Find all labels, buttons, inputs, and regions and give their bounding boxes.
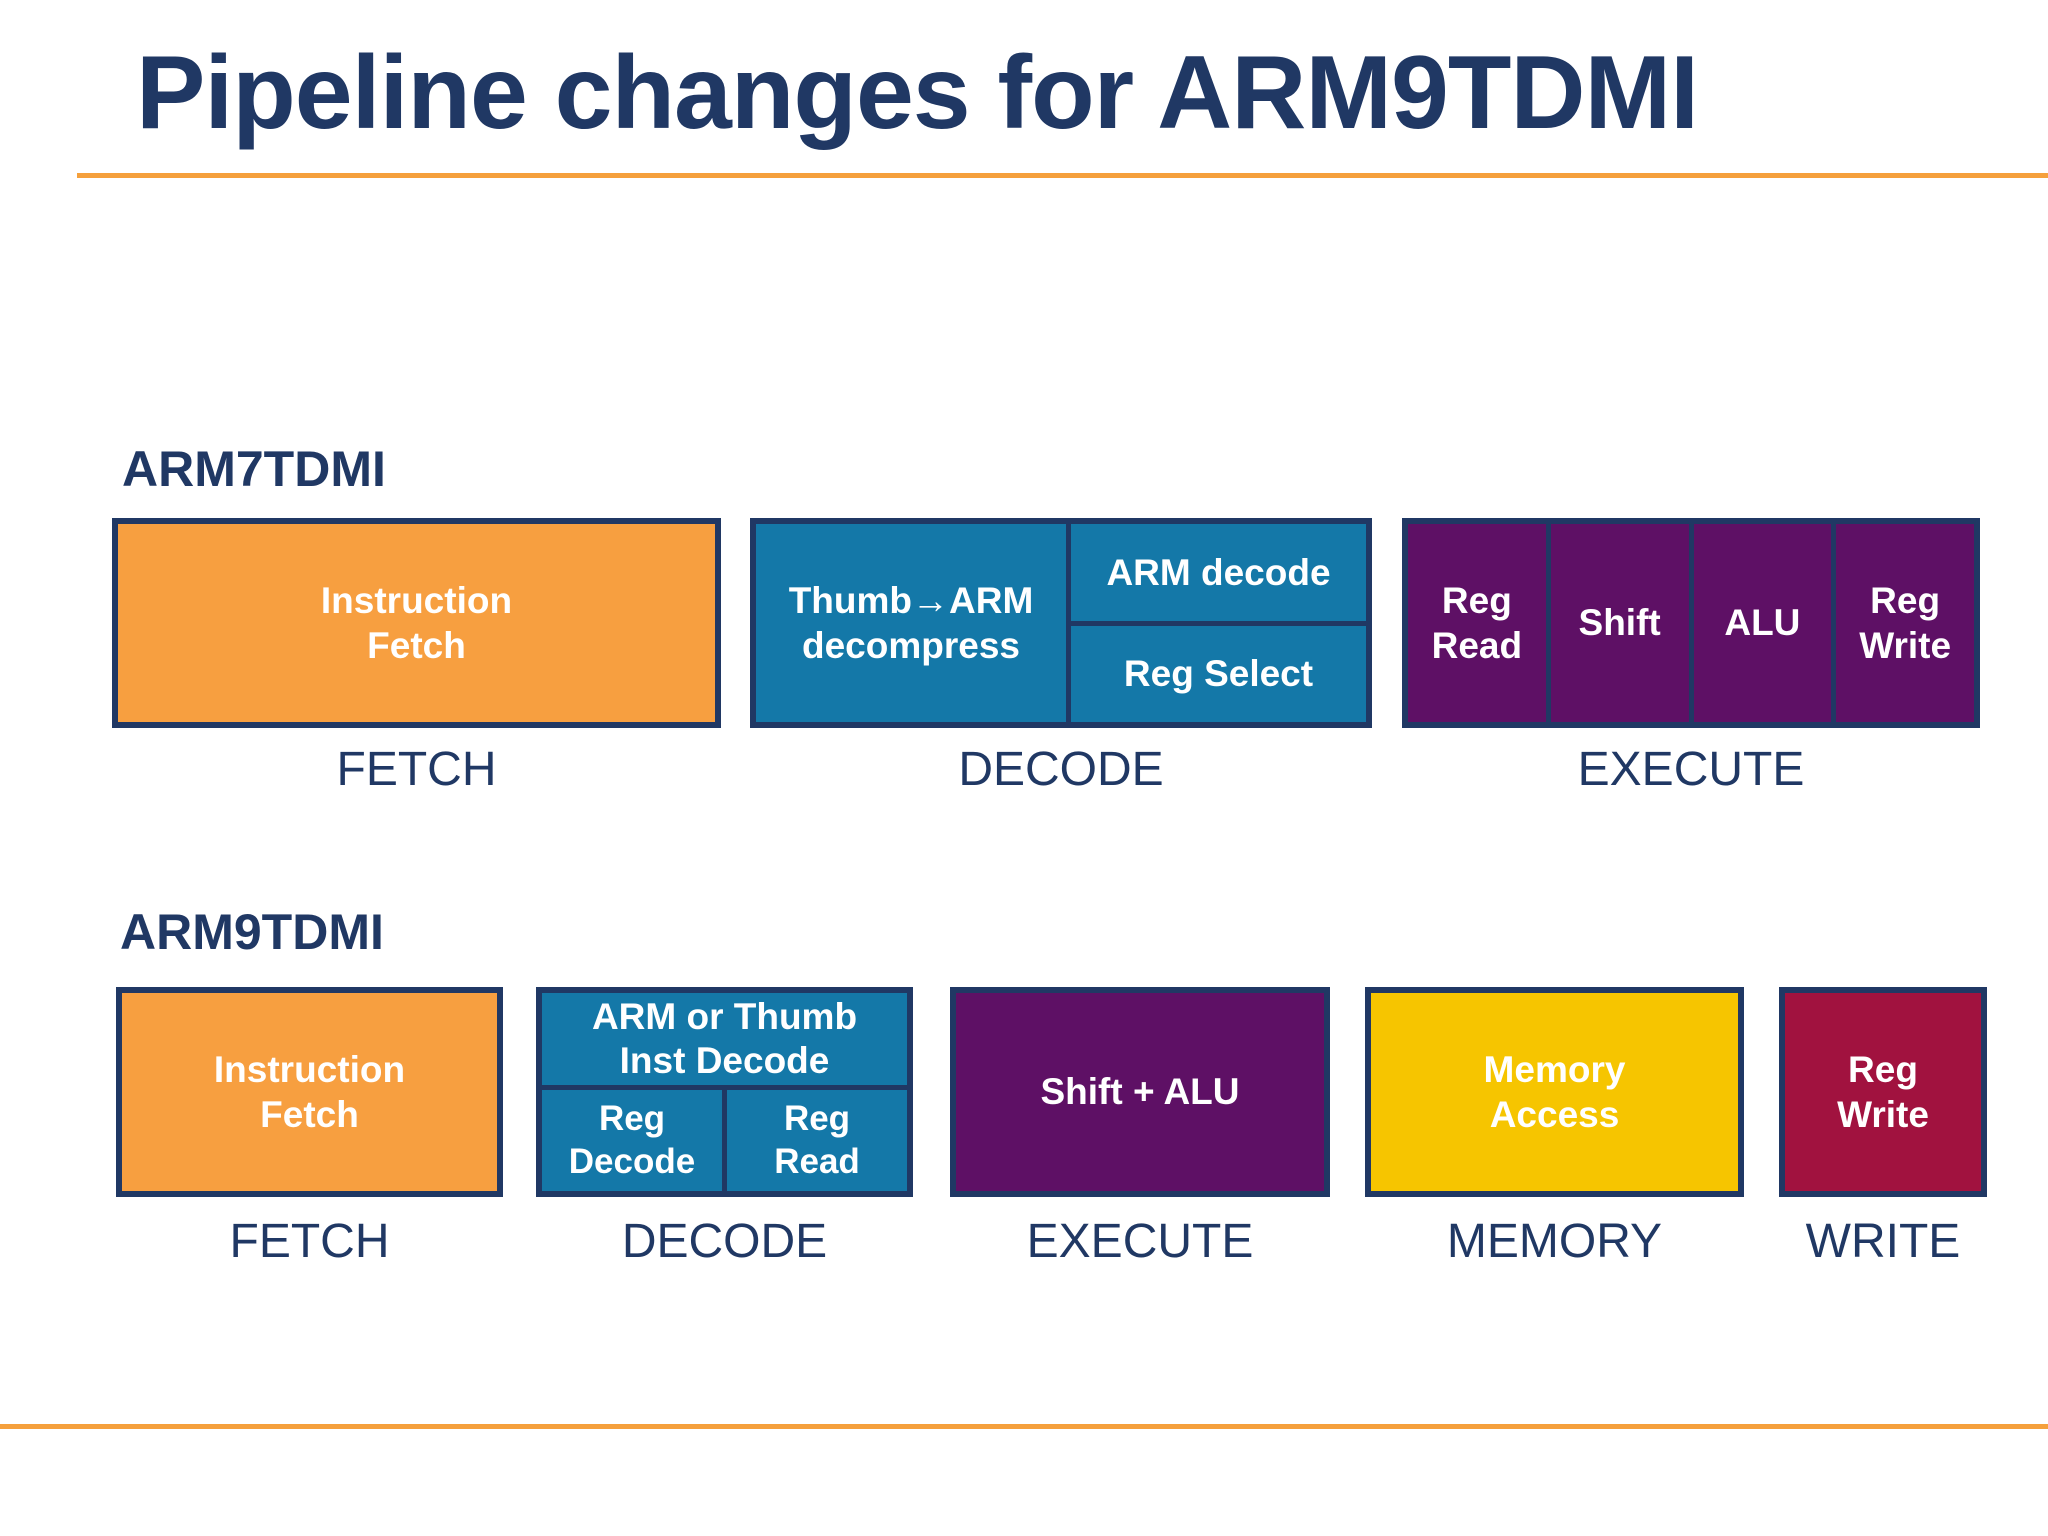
arm7-section-heading: ARM7TDMI <box>122 441 386 497</box>
arm9-execute-box-label: Shift + ALU <box>1040 1071 1240 1113</box>
arm7-execute-box: Reg Read Shift ALU Reg Write <box>1402 518 1980 728</box>
arm9-decode-reg-read-cell: Reg Read <box>722 1090 907 1191</box>
arm9-memory-box-label: Memory Access <box>1483 1048 1626 1135</box>
arm9-decode-bottom-row: Reg Decode Reg Read <box>542 1090 907 1191</box>
arm9-stage-label-memory: MEMORY <box>1446 1215 1663 1268</box>
arm7-execute-shift-cell: Shift <box>1545 524 1689 722</box>
arm7-fetch-box: Instruction Fetch <box>112 518 721 728</box>
arm7-execute-reg-read-cell: Reg Read <box>1431 579 1523 666</box>
slide-title: Pipeline changes for ARM9TDMI <box>136 35 1699 151</box>
arm7-execute-reg-write-cell: Reg Write <box>1831 524 1974 722</box>
arm9-fetch-box: Instruction Fetch <box>116 987 503 1197</box>
arm9-fetch-box-label: Instruction Fetch <box>213 1048 406 1135</box>
arm7-stage-label-execute: EXECUTE <box>1577 743 1805 796</box>
arm9-memory-box: Memory Access <box>1365 987 1744 1197</box>
arm9-execute-box: Shift + ALU <box>950 987 1330 1197</box>
arm7-fetch-box-label: Instruction Fetch <box>320 579 513 666</box>
title-divider-line <box>77 173 2048 178</box>
arm7-stage-label-fetch: FETCH <box>336 743 497 796</box>
footer-divider-line <box>0 1424 2048 1429</box>
arm7-stage-label-decode: DECODE <box>958 743 1164 796</box>
arm9-stage-label-fetch: FETCH <box>229 1215 390 1268</box>
arm9-stage-label-execute: EXECUTE <box>1026 1215 1254 1268</box>
arm9-decode-box: ARM or Thumb Inst Decode Reg Decode Reg … <box>536 987 913 1197</box>
arm7-decode-box: Thumb→ARM decompress ARM decode Reg Sele… <box>750 518 1372 728</box>
arm9-decode-reg-decode-cell: Reg Decode <box>568 1098 696 1181</box>
arm7-decode-right-column: ARM decode Reg Select <box>1071 524 1366 722</box>
arm9-stage-label-write: WRITE <box>1805 1215 1961 1268</box>
arm7-decode-main-cell: Thumb→ARM decompress <box>756 524 1071 722</box>
arm7-decode-arm-decode-cell: ARM decode <box>1071 524 1366 626</box>
arm9-write-box: Reg Write <box>1779 987 1987 1197</box>
arm9-write-box-label: Reg Write <box>1837 1048 1929 1135</box>
arm9-section-heading: ARM9TDMI <box>120 904 384 960</box>
arm9-decode-inst-decode-cell: ARM or Thumb Inst Decode <box>542 993 907 1090</box>
arm7-execute-alu-cell: ALU <box>1688 524 1832 722</box>
arm9-stage-label-decode: DECODE <box>621 1215 828 1268</box>
arm7-decode-reg-select-cell: Reg Select <box>1123 653 1314 695</box>
